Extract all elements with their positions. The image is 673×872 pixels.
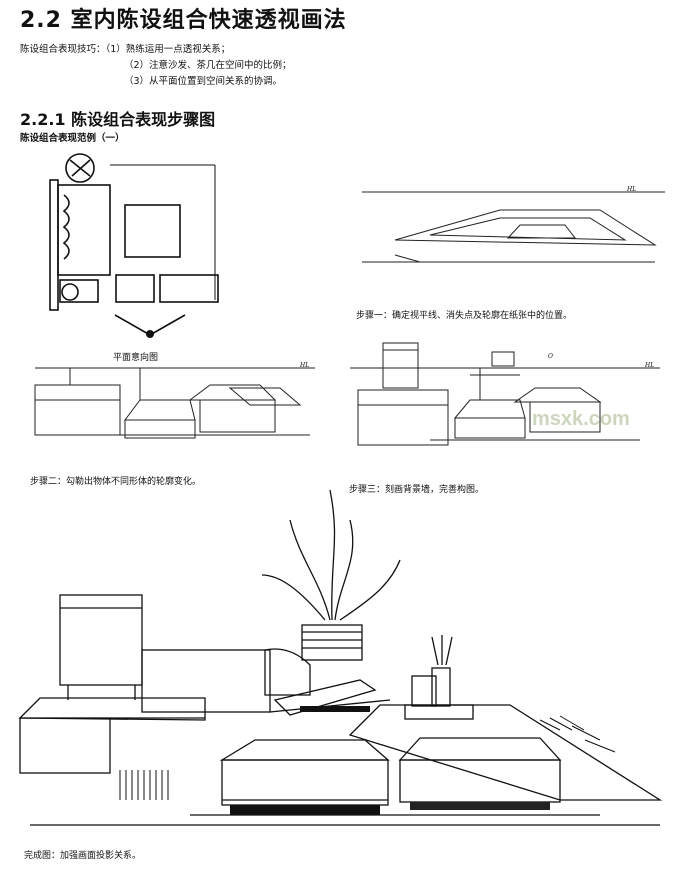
caption-step2: 步骤二：勾勒出物体不同形体的轮廓变化。 [30,477,202,487]
caption-plan: 平面意向图 [113,353,159,363]
subsection-title: 2.2.1 陈设组合表现步骤图 [20,110,216,129]
watermark: msxk.com [532,408,630,430]
section-title: 2.2 室内陈设组合快速透视画法 [20,8,347,33]
step3-hl-label: HL [645,362,655,369]
caption-final: 完成图：加强画面投影关系。 [24,851,142,861]
tips-item-1: （1）熟练运用一点透视关系； [105,44,231,55]
caption-step3: 步骤三：刻画背景墙，完善构图。 [349,485,485,495]
tips-block: 陈设组合表现技巧：（1）熟练运用一点透视关系； （2）注意沙发、茶几在空间中的比… [20,42,292,90]
tips-item-3: （3）从平面位置到空间关系的协调。 [124,76,283,87]
example-title: 陈设组合表现范例（一） [20,133,125,144]
vanishing-point-label: O [548,353,553,360]
tips-lead: 陈设组合表现技巧： [20,44,106,55]
tips-item-2: （2）注意沙发、茶几在空间中的比例； [124,60,292,71]
step1-hl-label: HL [627,186,637,193]
caption-step1: 步骤一：确定视平线、消失点及轮廓在纸张中的位置。 [356,311,573,321]
tips-row-1: 陈设组合表现技巧：（1）熟练运用一点透视关系； [20,42,292,58]
step2-hl-label: HL [300,362,310,369]
